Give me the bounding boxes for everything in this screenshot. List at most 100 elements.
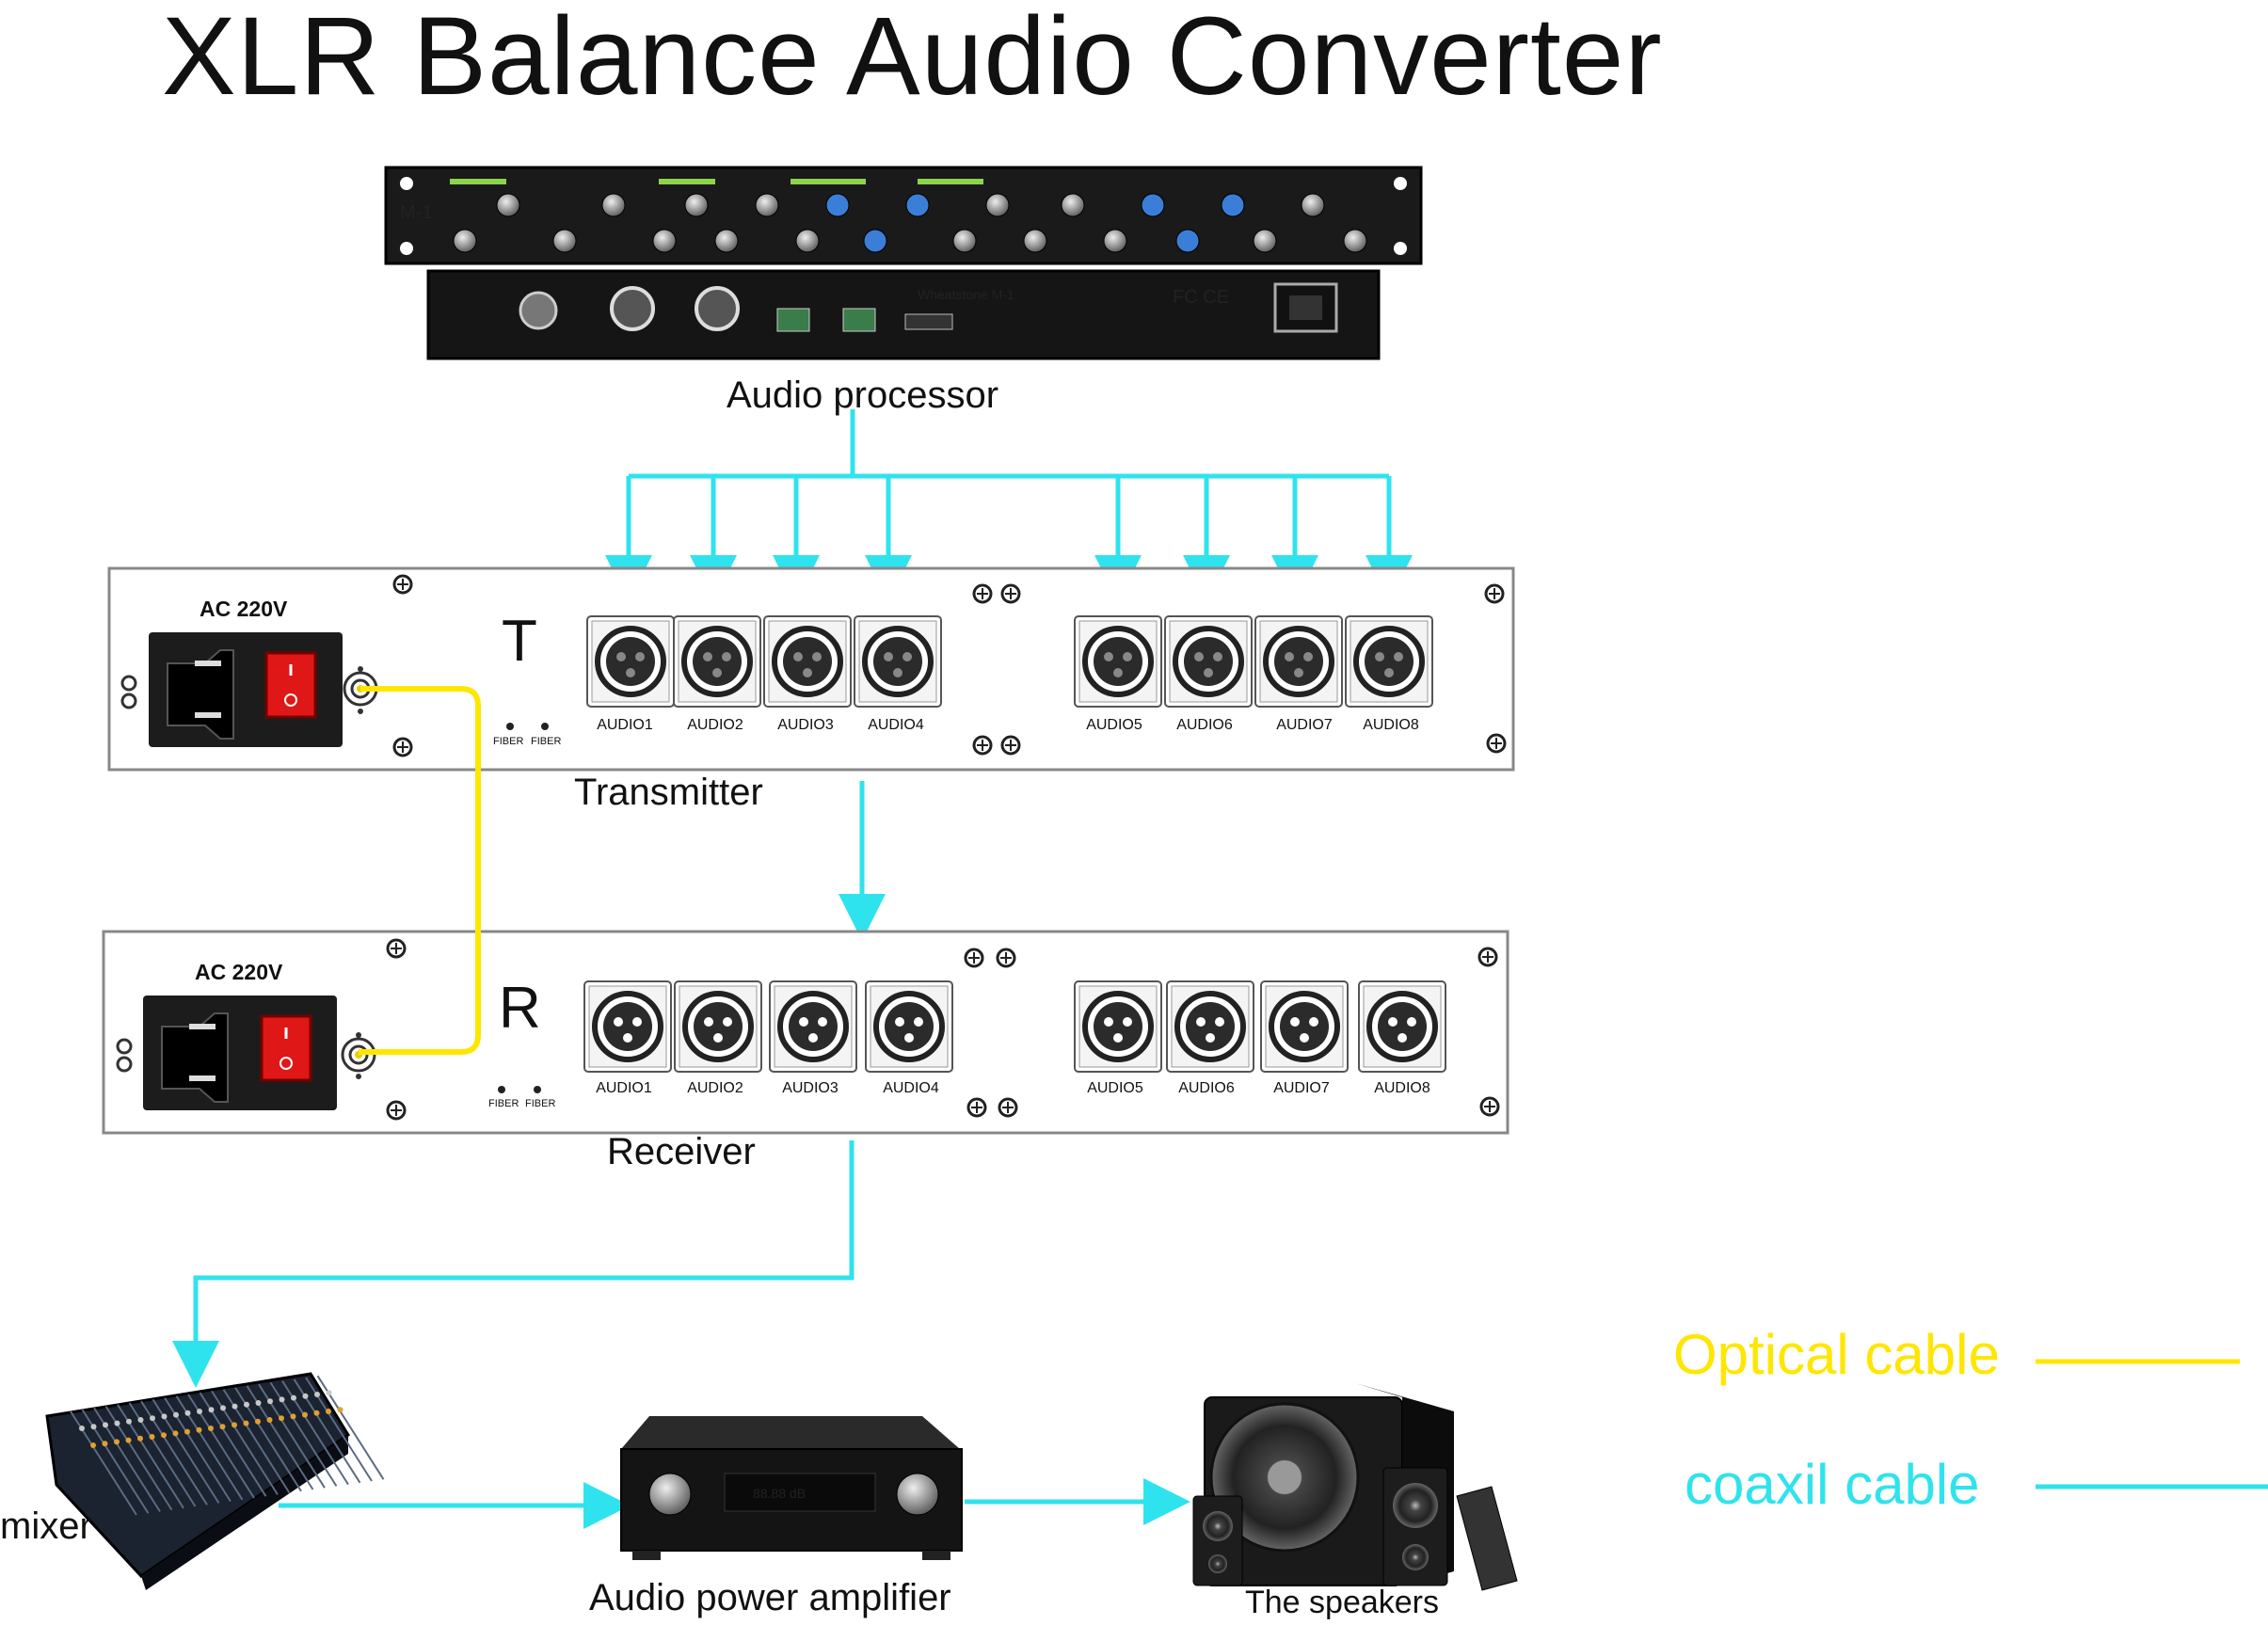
tx-fiber-label-1: FIBER <box>493 736 524 747</box>
processor-knob <box>684 193 709 217</box>
speakers-label: The speakers <box>1245 1585 1439 1620</box>
rx-xlr-connector-3 <box>769 980 857 1073</box>
screw-9 <box>386 938 407 959</box>
rx-xlr-connector-7 <box>1260 980 1349 1073</box>
processor-knob <box>795 229 820 253</box>
tx-xlr-connector-7 <box>1254 615 1343 708</box>
transmitter-label: Transmitter <box>574 772 763 813</box>
screw-7 <box>1000 735 1021 756</box>
rx-xlr-connector-4 <box>865 980 953 1073</box>
speakers-device <box>1192 1383 1518 1591</box>
screw-6 <box>972 735 993 756</box>
processor-knob <box>453 229 477 253</box>
screw-14 <box>966 1097 987 1118</box>
processor-rear-panel: Wheatstone M-1 FC CE <box>426 269 1381 360</box>
rx-fiber-label-2: FIBER <box>525 1098 556 1109</box>
receiver-connectors <box>583 980 1446 1073</box>
svg-text:M-1: M-1 <box>400 202 432 223</box>
processor-knob <box>1175 229 1200 253</box>
tx-xlr-connector-5 <box>1074 615 1162 708</box>
tx-letter: T <box>502 609 537 674</box>
processor-knob <box>1023 229 1047 253</box>
screw-4 <box>1484 583 1505 604</box>
rx-port-label-7: AUDIO7 <box>1273 1080 1330 1096</box>
tx-port-label-3: AUDIO3 <box>777 717 834 733</box>
coaxial-connections <box>172 409 1413 1529</box>
processor-knob <box>1061 193 1085 217</box>
tx-port-label-8: AUDIO8 <box>1363 717 1419 733</box>
mixer-device <box>45 1372 385 1590</box>
screw-16 <box>1479 1096 1500 1117</box>
screw-10 <box>964 948 984 968</box>
panel-screws <box>386 574 1507 1121</box>
rx-fiber-label-1: FIBER <box>488 1098 519 1109</box>
tx-xlr-connector-4 <box>854 615 942 708</box>
svg-text:88.88 dB: 88.88 dB <box>753 1486 806 1501</box>
rx-power-label: AC 220V <box>195 960 283 984</box>
rx-xlr-connector-2 <box>674 980 762 1073</box>
screw-2 <box>972 583 993 604</box>
receiver-label: Receiver <box>607 1131 756 1172</box>
svg-text:Wheatstone M-1: Wheatstone M-1 <box>918 287 1014 302</box>
processor-knob <box>825 193 850 217</box>
processor-knob <box>714 229 739 253</box>
rx-letter: R <box>499 976 541 1041</box>
rx-xlr-connector-6 <box>1166 980 1254 1073</box>
transmitter-connectors <box>586 615 1433 708</box>
tx-port-label-5: AUDIO5 <box>1086 717 1142 733</box>
mixer-label: mixer <box>0 1506 92 1547</box>
tx-xlr-connector-8 <box>1345 615 1433 708</box>
processor-knob <box>1343 229 1367 253</box>
screw-5 <box>392 737 413 757</box>
page-title: XLR Balance Audio Converter <box>162 0 1663 119</box>
rx-port-label-2: AUDIO2 <box>687 1080 743 1096</box>
tx-xlr-connector-3 <box>763 615 852 708</box>
processor-knob <box>652 229 677 253</box>
tx-port-label-1: AUDIO1 <box>597 717 653 733</box>
amplifier-label: Audio power amplifier <box>589 1577 951 1618</box>
processor-knob <box>755 193 779 217</box>
screw-12 <box>1477 947 1498 967</box>
tx-xlr-connector-6 <box>1164 615 1253 708</box>
tx-xlr-connector-2 <box>673 615 761 708</box>
legend-coaxial-label: coaxil cable <box>1685 1453 1980 1516</box>
amplifier-device: 88.88 dB <box>620 1416 963 1560</box>
tx-fiber-label-2: FIBER <box>531 736 562 747</box>
screw-15 <box>998 1097 1018 1118</box>
audio-processor-label: Audio processor <box>727 374 999 416</box>
processor-knob <box>1253 229 1277 253</box>
tx-xlr-connector-1 <box>586 615 675 708</box>
rx-xlr-connector-8 <box>1358 980 1446 1073</box>
screw-8 <box>1486 733 1507 754</box>
processor-knob <box>985 193 1010 217</box>
rx-port-label-4: AUDIO4 <box>883 1080 939 1096</box>
processor-front-panel: M-1 <box>384 166 1423 265</box>
tx-port-label-2: AUDIO2 <box>687 717 743 733</box>
processor-knob <box>1301 193 1325 217</box>
optical-cable-line <box>359 686 481 1055</box>
tx-port-label-7: AUDIO7 <box>1276 717 1333 733</box>
rx-port-label-6: AUDIO6 <box>1178 1080 1235 1096</box>
processor-knob <box>552 229 577 253</box>
rx-xlr-connector-1 <box>583 980 672 1073</box>
processor-knob <box>905 193 930 217</box>
svg-text:FC CE: FC CE <box>1173 287 1229 308</box>
rx-port-label-5: AUDIO5 <box>1087 1080 1143 1096</box>
tx-port-label-4: AUDIO4 <box>868 717 924 733</box>
processor-knob <box>863 229 887 253</box>
rx-port-label-8: AUDIO8 <box>1374 1080 1430 1096</box>
rx-port-label-3: AUDIO3 <box>782 1080 839 1096</box>
rx-xlr-connector-5 <box>1074 980 1162 1073</box>
tx-port-label-6: AUDIO6 <box>1176 717 1233 733</box>
audio-processor: M-1 Wheatstone M-1 FC CE <box>384 166 1423 360</box>
legend-optical-label: Optical cable <box>1673 1323 2000 1386</box>
tx-power-label: AC 220V <box>200 597 288 621</box>
processor-knob <box>1141 193 1165 217</box>
processor-knob <box>496 193 520 217</box>
screw-1 <box>392 574 413 595</box>
processor-knob <box>1103 229 1127 253</box>
rx-to-mixer-arrow <box>172 1140 854 1388</box>
processor-knob <box>1221 193 1245 217</box>
rx-port-label-1: AUDIO1 <box>596 1080 652 1096</box>
